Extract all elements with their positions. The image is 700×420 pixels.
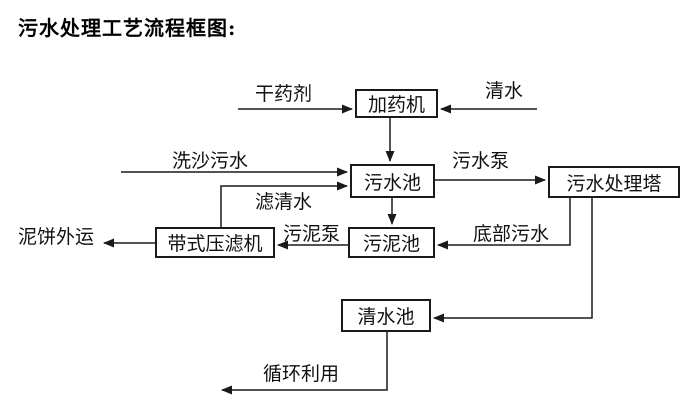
node-treatment-tower-label: 污水处理塔	[566, 172, 662, 195]
label-dry-chemical: 干药剂	[255, 83, 313, 105]
edge-filtered-water-to-sewage-pool	[220, 181, 348, 227]
label-recycle-use: 循环利用	[263, 363, 340, 385]
node-treatment-tower: 污水处理塔	[548, 166, 680, 198]
label-bottom-sewage: 底部污水	[473, 223, 550, 245]
label-filtered-water: 滤清水	[255, 191, 313, 213]
diagram-title: 污水处理工艺流程框图:	[18, 16, 237, 40]
node-dosing-machine-label: 加药机	[367, 94, 425, 116]
node-sewage-pool: 污水池	[350, 164, 435, 198]
node-clean-water-pool-label: 清水池	[357, 306, 415, 328]
label-clean-water: 清水	[485, 80, 524, 102]
edge-tower-to-clean-pool	[433, 198, 593, 323]
label-sand-washing-sewage: 洗沙污水	[172, 150, 249, 172]
label-sewage-pump: 污水泵	[452, 150, 510, 172]
edge-clean-pool-to-recycle	[221, 332, 388, 395]
node-clean-water-pool: 清水池	[341, 299, 431, 332]
label-mud-cake-out: 泥饼外运	[18, 226, 95, 248]
node-sludge-pool-label: 污泥池	[362, 233, 420, 255]
node-dosing-machine: 加药机	[355, 89, 438, 118]
node-sewage-pool-label: 污水池	[363, 171, 421, 194]
node-sludge-pool: 污泥池	[348, 227, 435, 258]
edge-tower-bottom-to-sludge-pool	[437, 198, 571, 250]
node-belt-filter-press-label: 带式压滤机	[167, 233, 263, 255]
node-belt-filter-press: 带式压滤机	[155, 227, 275, 258]
label-sludge-pump: 污泥泵	[283, 223, 341, 245]
